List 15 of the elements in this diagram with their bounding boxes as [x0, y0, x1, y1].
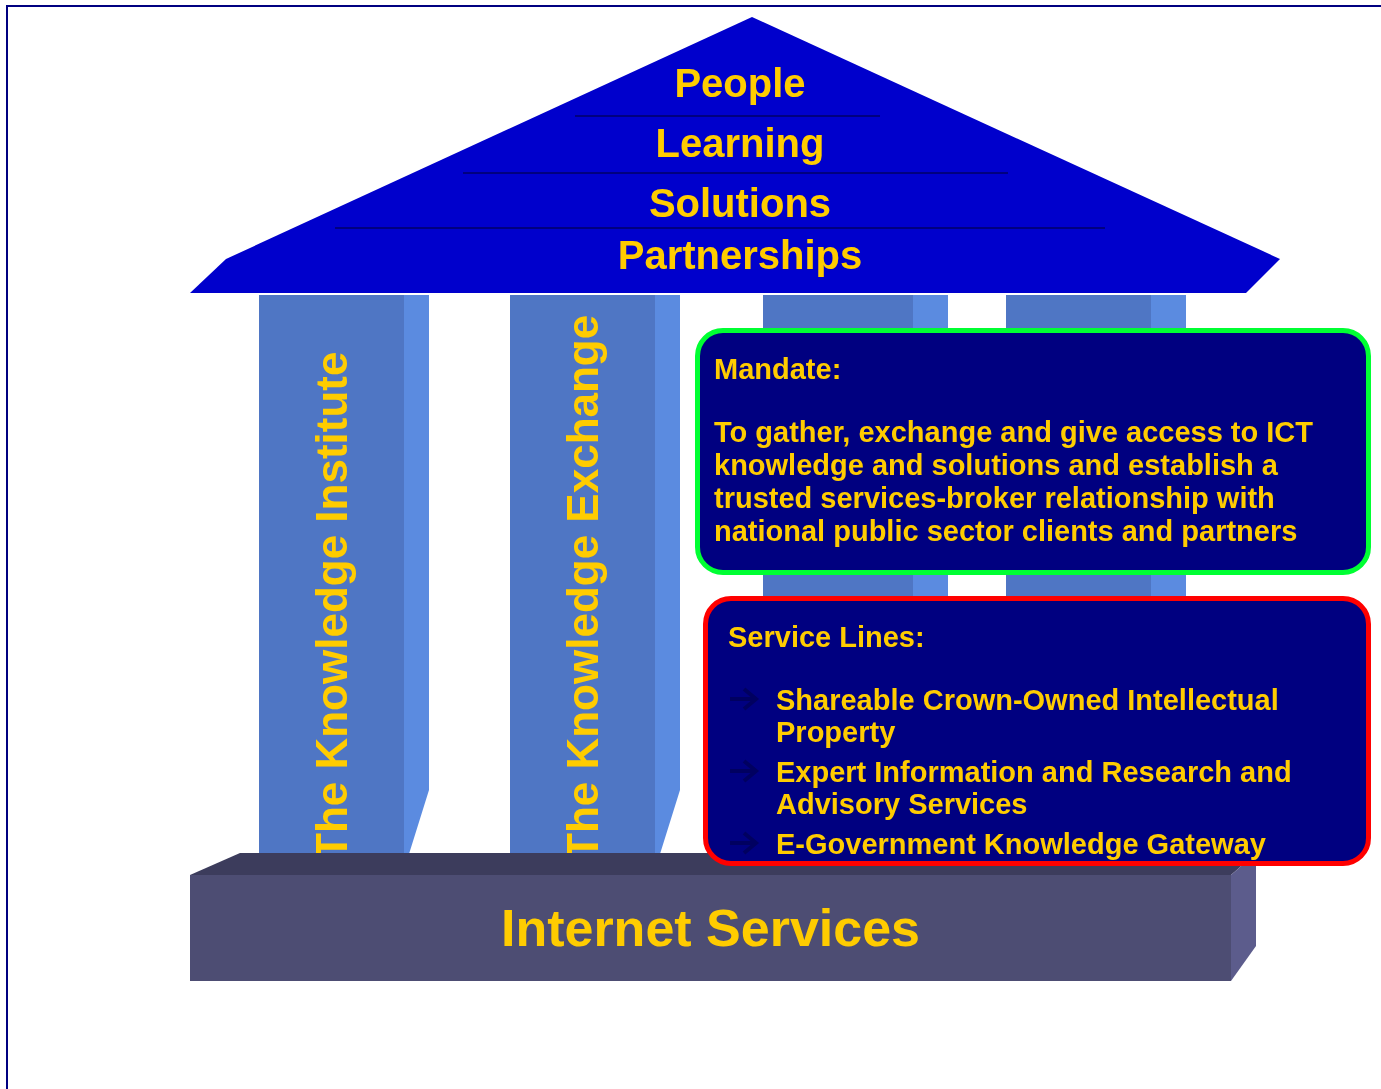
bullet-text: E-Government Knowledge Gateway [776, 828, 1266, 860]
roof-label: Solutions [647, 180, 833, 227]
pillar-label: The Knowledge Institute [305, 351, 357, 860]
text-panel [695, 328, 1371, 575]
roof-label: Learning [654, 120, 826, 167]
panel-text: To gather, exchange and give access to ICT knowledge and solutions and establish a trusted services-broker relationship with national public sector clients and partners [714, 416, 1314, 548]
panel-heading: Mandate: [714, 353, 843, 386]
panel-heading: Service Lines: [728, 621, 926, 654]
pillar-label: The Knowledge Exchange [556, 314, 608, 860]
text-panel [703, 596, 1371, 866]
bullet-text: Expert Information and Research and Advisory Services [776, 756, 1293, 820]
roof-label: Partnerships [616, 232, 864, 279]
roof-label: People [673, 60, 807, 107]
base-label: Internet Services [500, 898, 921, 958]
bullet-text: Shareable Crown-Owned Intellectual Property [776, 684, 1280, 748]
